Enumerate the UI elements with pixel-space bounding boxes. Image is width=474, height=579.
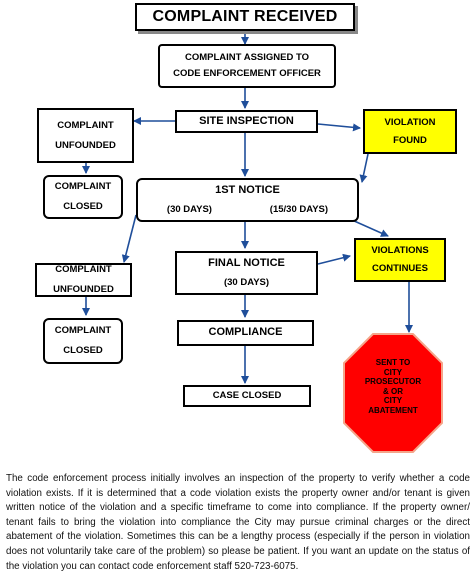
- complaint-unfounded-box-2: COMPLAINT UNFOUNDED: [35, 263, 132, 297]
- compliance-box: COMPLIANCE: [177, 320, 314, 346]
- sent-to-line-1: SENT TO: [375, 358, 411, 367]
- final-notice-label: FINAL NOTICE: [208, 257, 285, 270]
- assigned-line1: COMPLAINT ASSIGNED TO: [184, 52, 310, 64]
- arrow-violation-to-firstnotice: [359, 153, 369, 183]
- violation-found-line2: FOUND: [393, 134, 427, 146]
- first-notice-box: 1ST NOTICE (30 DAYS) (15/30 DAYS): [136, 178, 359, 222]
- sent-to-line-6: ABATEMENT: [368, 405, 418, 415]
- closed2-line1: COMPLAINT: [54, 325, 112, 337]
- complaint-received-box: COMPLAINT RECEIVED: [135, 3, 355, 31]
- final-notice-days: (30 DAYS): [223, 276, 270, 288]
- arrow-inspection-to-violation: [317, 123, 361, 132]
- closed1-line2: CLOSED: [63, 201, 103, 212]
- site-inspection-box: SITE INSPECTION: [175, 110, 318, 133]
- arrow-firstnotice-to-continues: [351, 219, 389, 237]
- sent-to-text: SENT TO CITY PROSECUTOR & OR CITY ABATEM…: [343, 358, 443, 416]
- assigned-line2: CODE ENFORCEMENT OFFICER: [173, 68, 321, 79]
- complaint-closed-box-1: COMPLAINT CLOSED: [43, 175, 123, 219]
- sent-to-line-2: CITY: [383, 367, 403, 377]
- unfounded1-line1: COMPLAINT: [57, 119, 114, 131]
- sent-to-line-5: CITY: [383, 396, 403, 406]
- first-notice-days-row: (30 DAYS) (15/30 DAYS): [138, 204, 357, 216]
- sent-to-line-4: & OR: [383, 386, 403, 396]
- violation-found-box: VIOLATION FOUND: [363, 109, 457, 154]
- complaint-assigned-box: COMPLAINT ASSIGNED TO CODE ENFORCEMENT O…: [158, 44, 336, 88]
- violation-found-line1: VIOLATION: [384, 116, 436, 128]
- violations-continues-line1: VIOLATIONS: [371, 245, 429, 257]
- case-closed-box: CASE CLOSED: [183, 385, 311, 407]
- first-notice-days-b: (15/30 DAYS): [269, 203, 329, 215]
- closed1-line1: COMPLAINT: [54, 181, 112, 193]
- case-closed-label: CASE CLOSED: [212, 390, 282, 402]
- unfounded1-line2: UNFOUNDED: [55, 139, 116, 151]
- sent-to-line-3: PROSECUTOR: [364, 377, 422, 387]
- arrow-firstnotice-to-unfounded: [121, 214, 137, 263]
- violations-continues-line2: CONTINUES: [372, 263, 428, 274]
- sent-to-octagon: [343, 333, 443, 453]
- compliance-label: COMPLIANCE: [208, 326, 283, 339]
- violations-continues-box: VIOLATIONS CONTINUES: [354, 238, 446, 282]
- process-description: The code enforcement process initially i…: [6, 473, 470, 572]
- final-notice-box: FINAL NOTICE (30 DAYS): [175, 251, 318, 295]
- arrow-finalnotice-to-continues: [317, 253, 351, 265]
- complaint-unfounded-box-1: COMPLAINT UNFOUNDED: [37, 108, 134, 163]
- complaint-closed-box-2: COMPLAINT CLOSED: [43, 318, 123, 364]
- complaint-received-label: COMPLAINT RECEIVED: [152, 8, 338, 25]
- site-inspection-label: SITE INSPECTION: [199, 114, 294, 127]
- first-notice-label: 1ST NOTICE: [215, 184, 280, 197]
- unfounded2-line1: COMPLAINT: [55, 264, 112, 276]
- unfounded2-line2: UNFOUNDED: [53, 284, 114, 295]
- closed2-line2: CLOSED: [63, 345, 103, 356]
- first-notice-days-a: (30 DAYS): [166, 203, 212, 215]
